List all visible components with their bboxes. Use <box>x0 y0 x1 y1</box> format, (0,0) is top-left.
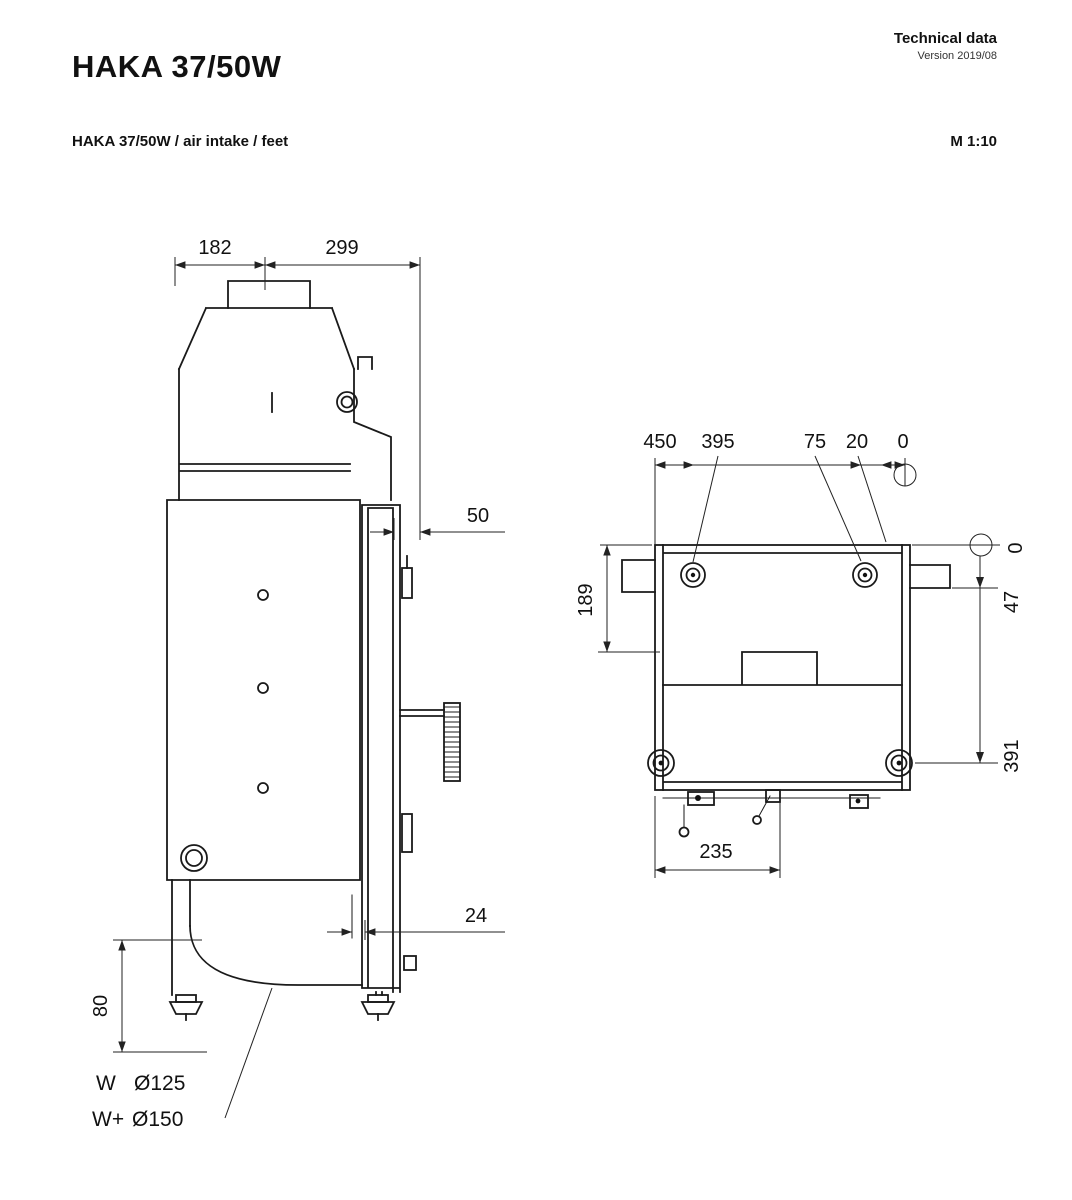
dim-75: 75 <box>804 431 826 453</box>
label-wplus: W+ <box>92 1108 124 1131</box>
dim-20: 20 <box>846 431 868 453</box>
dim-395: 395 <box>701 431 734 453</box>
flue-tab <box>357 355 373 370</box>
air-intake-arch <box>189 924 363 986</box>
scale-label: M 1:10 <box>950 132 997 150</box>
dim-24: 24 <box>465 905 487 927</box>
label-w-diameter: Ø125 <box>134 1072 185 1095</box>
fixing-hole <box>257 681 269 694</box>
left-bracket <box>621 558 656 593</box>
intake-leader-line <box>224 987 273 1118</box>
top-view-outline <box>621 543 951 837</box>
side-view-outline <box>166 279 461 1021</box>
page-title: HAKA 37/50W <box>72 48 282 84</box>
right-foot <box>360 990 396 1021</box>
version-label: Version 2019/08 <box>917 50 997 62</box>
handle-knurling <box>444 706 460 778</box>
datum-circle-right <box>969 533 993 557</box>
dim-182: 182 <box>198 237 231 259</box>
label-wplus-diameter: Ø150 <box>132 1108 183 1131</box>
right-bracket <box>909 563 951 589</box>
dim-391: 391 <box>1001 739 1023 772</box>
side-view-dimensions: 182 299 50 24 80 W Ø125 <box>90 237 505 1131</box>
page-header: HAKA 37/50W Technical data Version 2019/… <box>0 0 1072 103</box>
tech-data-block: Technical data Version 2019/08 <box>894 30 997 62</box>
label-w: W <box>96 1072 116 1095</box>
dim-189: 189 <box>575 583 597 616</box>
handle-stem <box>399 708 445 717</box>
door-panel <box>361 503 401 993</box>
bolt-top-left <box>680 561 706 588</box>
left-foot <box>168 993 204 1021</box>
bolt-top-right <box>852 561 878 588</box>
dim-47: 47 <box>1001 590 1023 612</box>
damper-knob <box>336 390 358 413</box>
bolt-bottom-left <box>647 748 675 777</box>
drawing-subtitle: HAKA 37/50W / air intake / feet <box>72 132 289 150</box>
dim-450: 450 <box>643 431 676 453</box>
air-control <box>180 843 208 872</box>
fixing-hole <box>257 588 269 601</box>
sub-header: HAKA 37/50W / air intake / feet M 1:10 <box>0 103 1072 150</box>
fixing-hole <box>257 781 269 794</box>
side-view: 182 299 50 24 80 W Ø125 <box>90 237 505 1131</box>
top-view-dimensions: 450 395 75 20 0 0 47 391 189 <box>575 431 1027 878</box>
door-hinge <box>401 566 413 599</box>
dim-0-top: 0 <box>897 431 908 453</box>
technical-drawing-canvas: 182 299 50 24 80 W Ø125 <box>90 237 1027 1131</box>
dim-0-right: 0 <box>1005 542 1027 553</box>
center-duct <box>662 650 903 686</box>
dim-50: 50 <box>467 505 489 527</box>
top-view: 450 395 75 20 0 0 47 391 189 <box>575 431 1027 878</box>
dim-80: 80 <box>90 994 112 1016</box>
tech-data-label: Technical data <box>893 30 997 47</box>
bolt-bottom-right <box>885 748 913 777</box>
door-handle <box>443 701 461 782</box>
datum-circle-top <box>893 463 917 487</box>
dim-235: 235 <box>699 841 732 863</box>
dim-299: 299 <box>325 237 358 259</box>
